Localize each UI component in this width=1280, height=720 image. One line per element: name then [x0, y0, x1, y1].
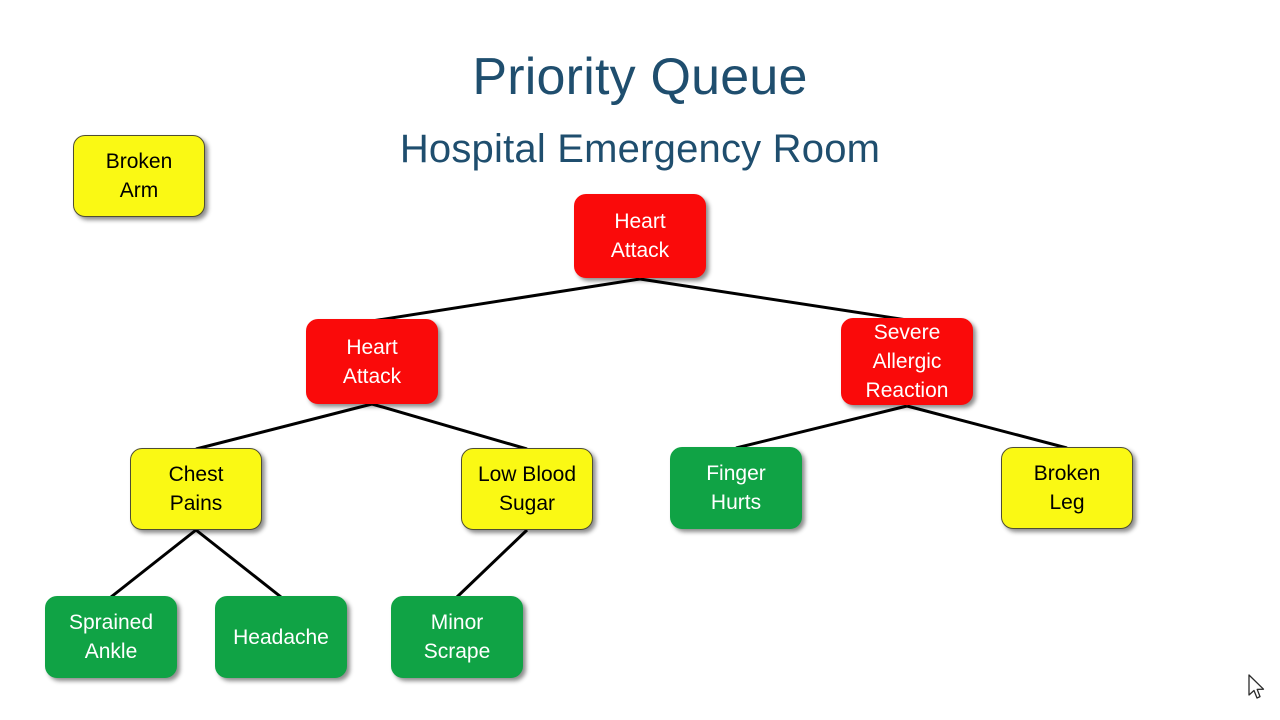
tree-edge	[735, 404, 908, 450]
tree-edge	[455, 528, 529, 599]
tree-node-label: Broken Leg	[1033, 462, 1101, 514]
tree-edge	[195, 402, 373, 451]
tree-node-label: Finger Hurts	[706, 462, 766, 514]
page-title: Priority Queue	[472, 48, 808, 106]
tree-edge	[195, 528, 282, 599]
tree-edge	[906, 404, 1068, 450]
mouse-cursor	[1248, 674, 1265, 699]
tree-edge	[110, 528, 197, 599]
tree-node-label: Broken Arm	[105, 150, 173, 202]
tree-node-left-heart-attack[interactable]: Heart Attack	[306, 319, 438, 404]
page-subtitle: Hospital Emergency Room	[399, 127, 881, 171]
tree-node-chest-pains[interactable]: Chest Pains	[130, 448, 262, 530]
tree-node-label: Heart Attack	[342, 335, 402, 388]
tree-node-label: Sprained Ankle	[68, 611, 154, 663]
tree-node-detached-broken-arm[interactable]: Broken Arm	[73, 135, 205, 217]
tree-node-label: Chest Pains	[168, 463, 224, 515]
tree-node-minor-scrape[interactable]: Minor Scrape	[391, 596, 523, 678]
tree-node-label: Heart Attack	[610, 210, 670, 262]
tree-node-right-severe-allergic-reaction[interactable]: Severe Allergic Reaction	[841, 318, 973, 405]
tree-node-headache[interactable]: Headache	[215, 596, 347, 678]
tree-node-finger-hurts[interactable]: Finger Hurts	[670, 447, 802, 529]
tree-node-low-blood-sugar[interactable]: Low Blood Sugar	[461, 448, 593, 530]
tree-node-broken-leg[interactable]: Broken Leg	[1001, 447, 1133, 529]
tree-node-label: Low Blood Sugar	[477, 463, 577, 515]
tree-edge	[371, 277, 641, 323]
tree-node-sprained-ankle[interactable]: Sprained Ankle	[45, 596, 177, 678]
tree-node-label: Headache	[233, 625, 329, 649]
tree-edge	[371, 402, 528, 451]
tree-node-root-heart-attack[interactable]: Heart Attack	[574, 194, 706, 278]
tree-node-label: Severe Allergic Reaction	[865, 321, 949, 402]
tree-node-label: Minor Scrape	[423, 611, 491, 663]
tree-edge	[639, 277, 908, 322]
